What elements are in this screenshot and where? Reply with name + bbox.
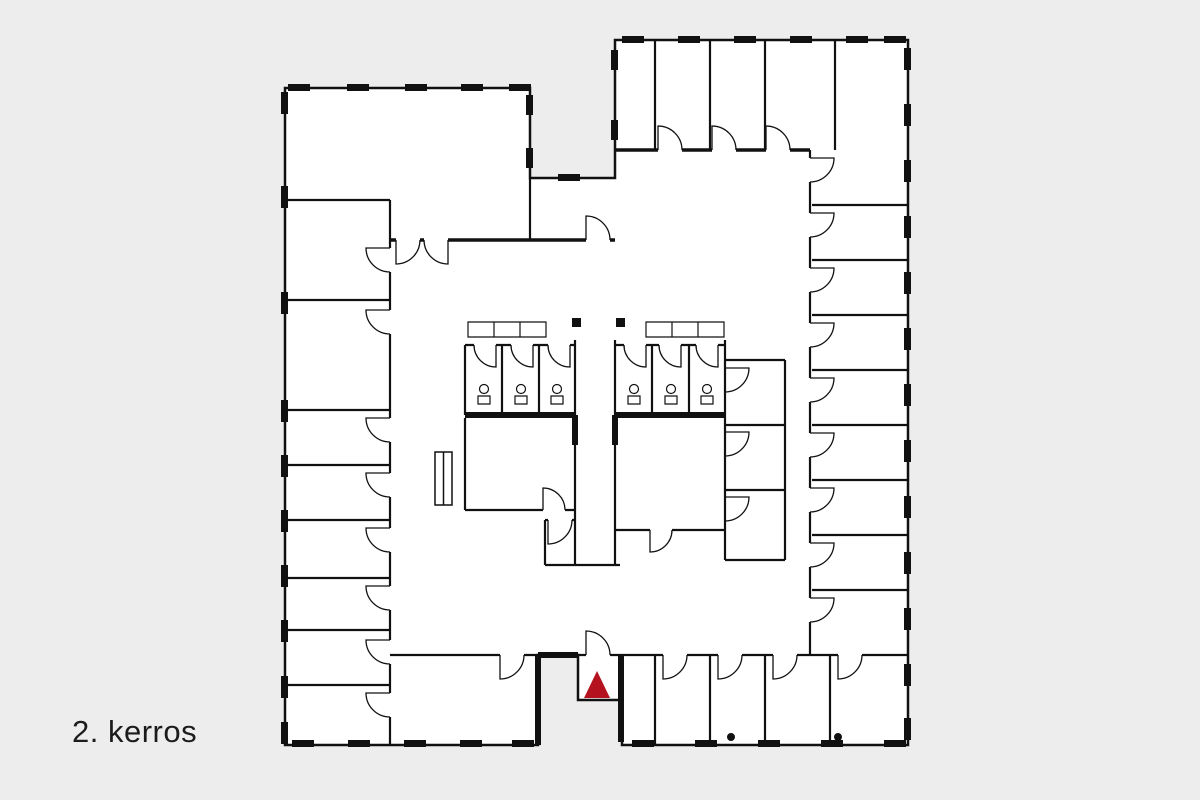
locker-rows	[467, 321, 725, 338]
building-footprint	[283, 38, 910, 747]
floor-label: 2. kerros	[72, 714, 198, 749]
bathroom-fixtures	[477, 383, 714, 405]
elevator-shaft	[434, 451, 453, 506]
interior-walls-medium	[390, 148, 810, 242]
interior-walls-thin	[285, 40, 908, 745]
interior-walls-thick	[465, 412, 725, 745]
door-arcs	[365, 125, 863, 718]
entrance-marker-icon	[584, 671, 610, 698]
signage-symbols	[572, 318, 625, 327]
